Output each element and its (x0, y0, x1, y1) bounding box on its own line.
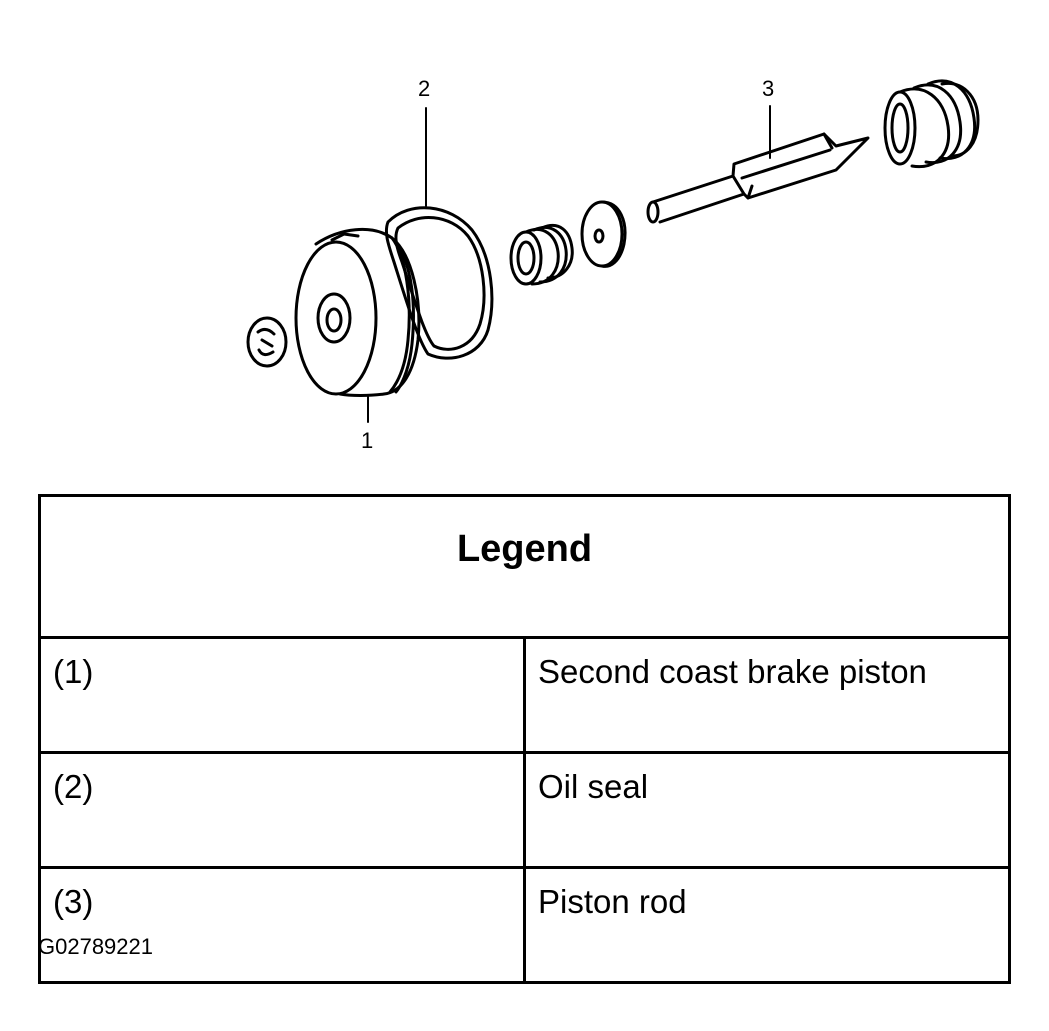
callout-2-label: 2 (418, 76, 430, 101)
exploded-parts-diagram: 1 2 3 (246, 76, 980, 453)
piston-rod-part (646, 132, 870, 224)
legend-row-number: (3) (38, 866, 526, 984)
legend-title: Legend (38, 494, 1011, 639)
legend-row-description: Piston rod (523, 866, 1011, 984)
legend-header-row: Legend (38, 494, 1011, 639)
legend-row-number: (1) (38, 636, 526, 754)
legend-row: (3) Piston rod (38, 866, 1011, 984)
snap-ring-part (246, 316, 288, 368)
large-spring-part (883, 79, 980, 169)
figure-id: G02789221 (38, 934, 153, 959)
oil-seal-part (384, 206, 494, 360)
legend-table: Legend (1) Second coast brake piston (2)… (38, 494, 1011, 984)
small-spring-part (509, 224, 574, 286)
legend-row-number: (2) (38, 751, 526, 869)
callout-3-label: 3 (762, 76, 774, 101)
callout-1-label: 1 (361, 428, 373, 453)
legend-row: (2) Oil seal (38, 751, 1011, 869)
legend-row-description: Oil seal (523, 751, 1011, 869)
legend-row-description: Second coast brake piston (523, 636, 1011, 754)
legend-row: (1) Second coast brake piston (38, 636, 1011, 754)
washer-part (580, 200, 627, 268)
